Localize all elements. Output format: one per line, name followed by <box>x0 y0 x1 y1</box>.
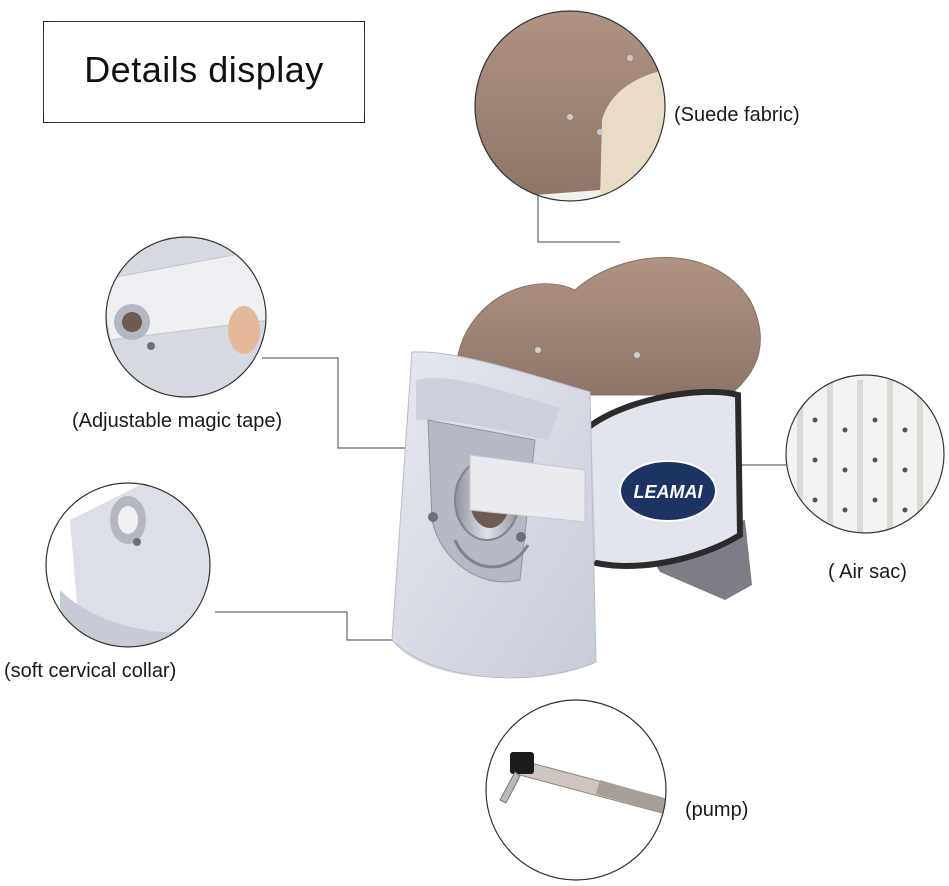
suede-fabric-label: (Suede fabric) <box>674 104 800 126</box>
soft-collar-detail <box>46 483 210 647</box>
callout-lines <box>215 196 786 641</box>
pump-detail <box>486 700 666 880</box>
suede-fabric-detail <box>475 11 665 201</box>
air-sac-label: ( Air sac) <box>828 561 907 583</box>
collar-line <box>215 611 392 641</box>
suede-line <box>537 196 620 243</box>
page-title: Details display <box>84 49 324 90</box>
magic-tape-detail <box>106 237 266 397</box>
tape-line <box>262 357 414 449</box>
brand-logo-badge <box>619 460 717 522</box>
pump-label: (pump) <box>685 799 749 821</box>
soft-collar-label: (soft cervical collar) <box>4 660 177 682</box>
title-frame: Details display <box>43 21 365 123</box>
brand-logo: LEAMAI <box>634 482 704 502</box>
magic-tape-label: (Adjustable magic tape) <box>72 410 283 432</box>
neck-collar-product: LEAMAI <box>391 257 761 679</box>
air-sac-detail <box>786 375 944 533</box>
